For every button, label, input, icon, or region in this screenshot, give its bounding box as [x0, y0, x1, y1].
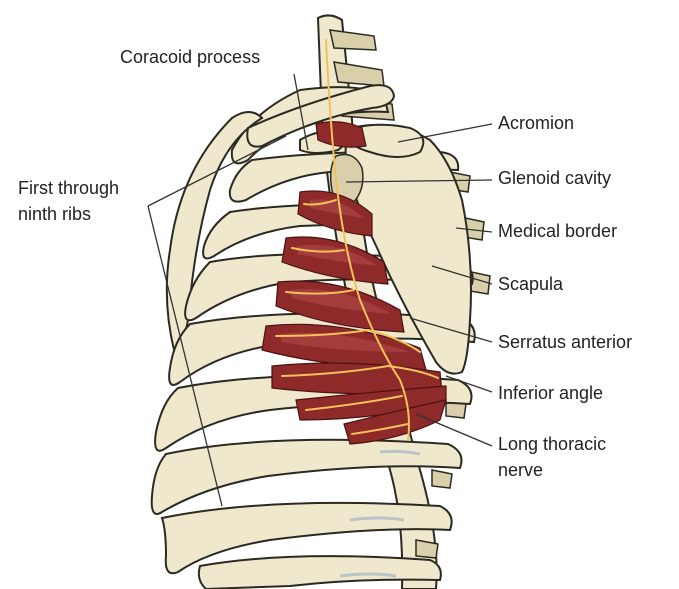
label-acromion: Acromion: [498, 111, 574, 135]
label-first-through-ninth-ribs-line1: First through: [18, 176, 119, 200]
label-serratus-anterior: Serratus anterior: [498, 330, 632, 354]
label-inferior-angle: Inferior angle: [498, 381, 603, 405]
label-coracoid-process: Coracoid process: [120, 45, 260, 69]
label-scapula: Scapula: [498, 272, 563, 296]
label-long-thoracic-nerve-line2: nerve: [498, 458, 543, 482]
label-long-thoracic-nerve-line1: Long thoracic: [498, 432, 606, 456]
label-first-through-ninth-ribs-line2: ninth ribs: [18, 202, 91, 226]
label-medical-border: Medical border: [498, 219, 617, 243]
label-glenoid-cavity: Glenoid cavity: [498, 166, 611, 190]
